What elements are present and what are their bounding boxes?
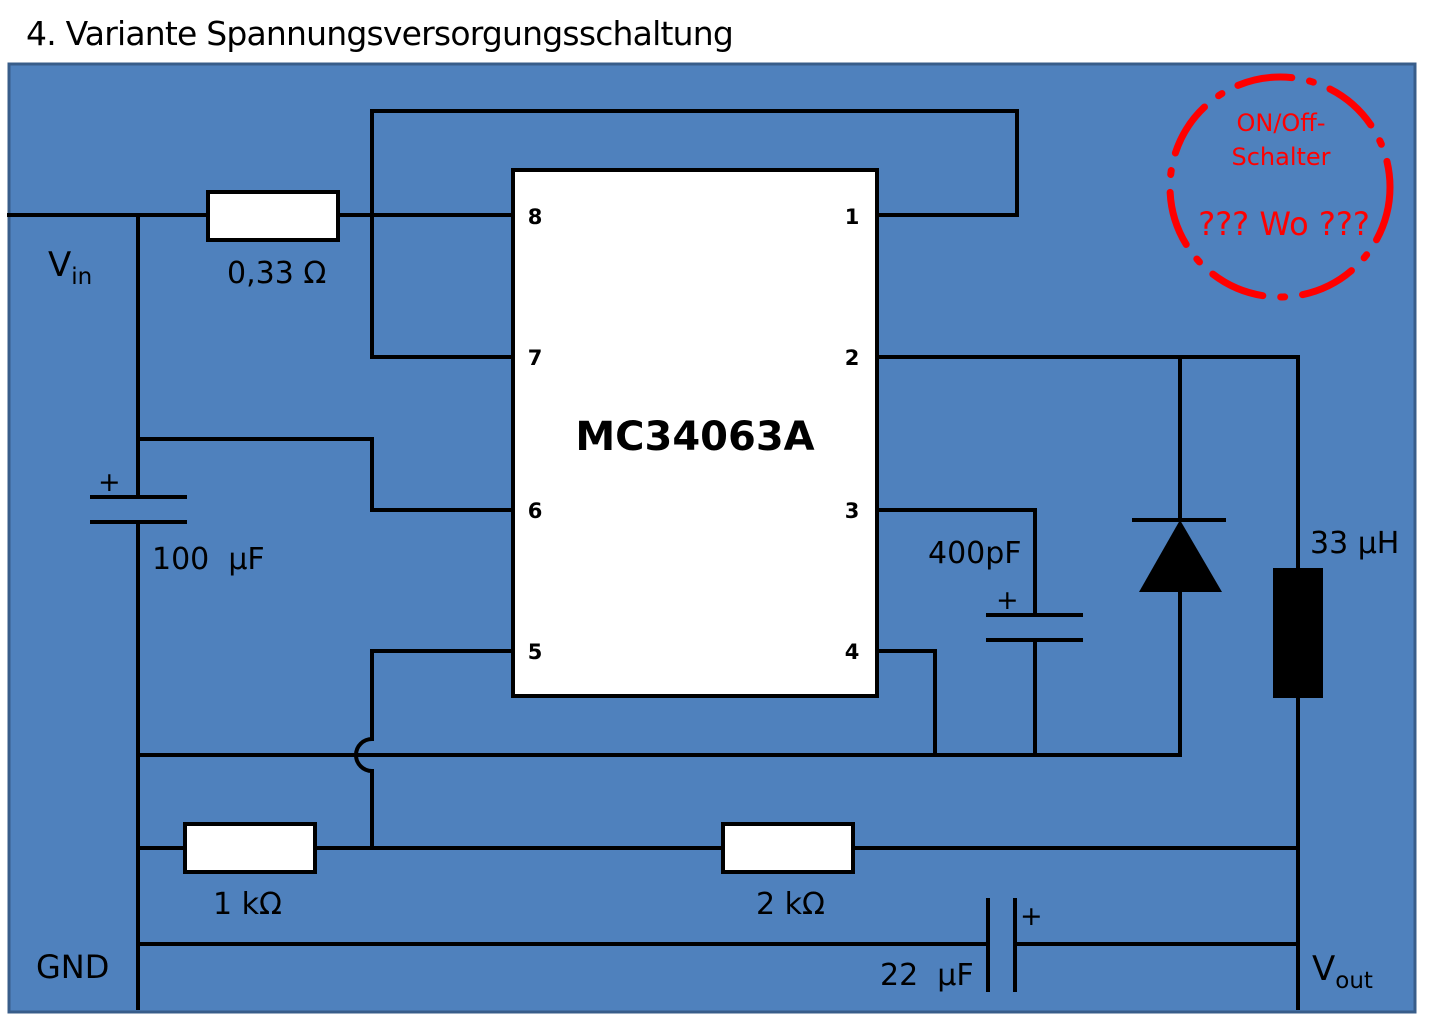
capacitor-input	[90, 495, 187, 524]
resistor-1k	[183, 822, 317, 874]
resistor-2k-label: 2 kΩ	[756, 887, 825, 922]
timing-cap-plus: +	[996, 585, 1019, 616]
annotation-circle	[1166, 73, 1394, 301]
inductor-symbol	[1273, 568, 1323, 698]
capacitor-output	[986, 898, 1017, 992]
sense-resistor-label: 0,33 Ω	[227, 256, 326, 291]
ic-pin-3: 3	[845, 499, 860, 523]
ic-pin-1: 1	[845, 205, 860, 229]
output-cap-label: 22 µF	[880, 958, 974, 993]
ic-pin-5: 5	[528, 640, 543, 664]
annotation-line-1: ON/Off-	[1236, 109, 1325, 137]
ic-chip	[511, 168, 879, 698]
gnd-label: GND	[36, 948, 109, 986]
ic-pin-6: 6	[528, 499, 543, 523]
switch-annotation: ON/Off- Schalter ??? Wo ???	[1166, 73, 1394, 301]
vout-label: Vout	[1312, 949, 1373, 994]
vin-label: Vin	[48, 245, 92, 290]
input-cap-label: 100 µF	[152, 542, 265, 577]
ic-pin-7: 7	[528, 346, 543, 370]
ic-name: MC34063A	[575, 414, 814, 460]
ic-pin-2: 2	[845, 346, 860, 370]
annotation-line-2: Schalter	[1231, 143, 1330, 171]
slide-title: 4. Variante Spannungsversorgungsschaltun…	[26, 14, 734, 53]
capacitor-timing	[986, 613, 1083, 642]
wires	[7, 109, 1300, 1010]
resistor-1k-label: 1 kΩ	[213, 887, 282, 922]
inductor-label: 33 µH	[1310, 526, 1399, 561]
ic-pin-4: 4	[845, 640, 860, 664]
diode-symbol	[1132, 518, 1226, 592]
output-cap-plus: +	[1020, 901, 1043, 932]
resistor-2k	[721, 822, 855, 874]
timing-cap-label: 400pF	[928, 536, 1022, 571]
ic-pin-8: 8	[528, 205, 543, 229]
resistor-sense	[206, 190, 340, 242]
input-cap-plus: +	[98, 467, 121, 498]
annotation-line-3: ??? Wo ???	[1198, 205, 1370, 243]
